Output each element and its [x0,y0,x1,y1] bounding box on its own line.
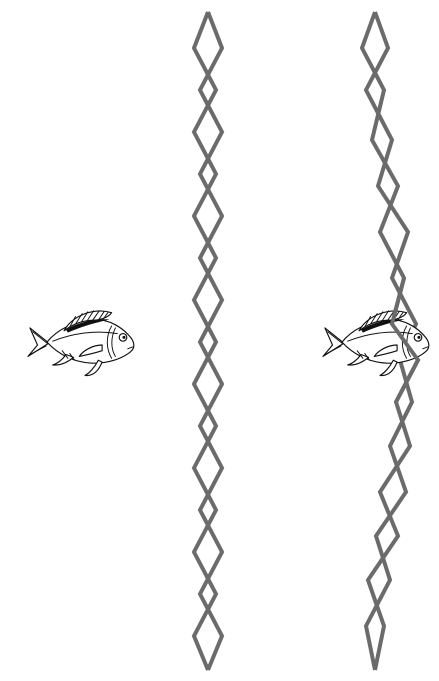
fish-left [28,311,134,376]
left-panel [28,12,222,670]
right-panel [323,12,429,670]
